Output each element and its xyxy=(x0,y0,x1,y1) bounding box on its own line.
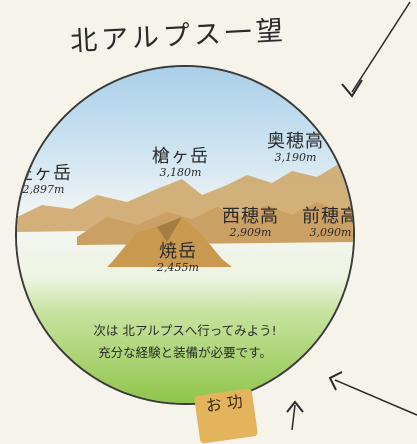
peak-elevation: 2,897m xyxy=(22,183,65,196)
peak-name: 奥穂高 xyxy=(267,131,324,152)
arrow-bottom-head xyxy=(286,400,304,413)
peak-elevation: 3,090m xyxy=(309,226,352,239)
page-title: 北アルプス一望 xyxy=(69,15,288,58)
peak-maehotaka: 前穂高 3,090m xyxy=(302,202,355,239)
peak-elevation: 3,190m xyxy=(274,151,317,164)
arrow-bottom xyxy=(291,404,296,430)
panorama-illustration xyxy=(17,67,353,403)
message-line-1: 次は 北アルプスへ行ってみよう! xyxy=(93,323,277,338)
yakedake-shadow xyxy=(157,217,182,242)
mountain-yakedake xyxy=(107,217,232,267)
peak-elevation: 3,180m xyxy=(159,166,202,179)
peak-nishihotaka: 西穂高 2,909m xyxy=(222,202,279,239)
mountain-panorama-circle: 笠ヶ岳 2,897m 槍ヶ岳 3,180m 奥穂高 3,190m 西穂高 2,9… xyxy=(15,65,355,405)
stamp-tag: お 功 xyxy=(193,388,259,444)
peak-name: 笠ヶ岳 xyxy=(15,163,72,184)
peak-name: 槍ヶ岳 xyxy=(152,146,209,167)
peak-yarigatake: 槍ヶ岳 3,180m xyxy=(152,142,209,179)
peak-elevation: 2,455m xyxy=(157,261,199,274)
peak-okuhotaka: 奥穂高 3,190m xyxy=(267,127,324,164)
peak-name: 前穂高 xyxy=(302,206,355,227)
peak-elevation: 2,909m xyxy=(229,226,272,239)
message-line-2: 充分な経験と装備が必要です。 xyxy=(98,345,272,360)
peak-name: 西穂高 xyxy=(222,206,279,227)
arrow-top-right xyxy=(351,1,411,93)
peak-yakedake: 焼岳 2,455m xyxy=(157,237,199,274)
peak-kasagatake: 笠ヶ岳 2,897m xyxy=(15,159,72,196)
peak-name: 焼岳 xyxy=(158,241,197,262)
